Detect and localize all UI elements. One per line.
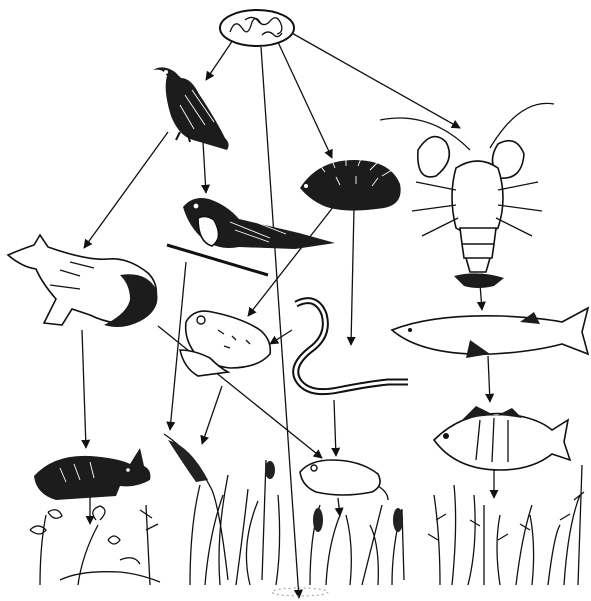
arrow-vulture-to-songbird [203,142,206,193]
arrow-hedgehog-to-frog [248,206,334,316]
arrow-fox-to-hare [82,330,86,448]
frog-icon [180,311,270,376]
arrow-mouse-to-grasses [338,498,340,516]
water-plants-icon [428,465,584,585]
arrow-hedgehog-to-snake [351,208,354,345]
arrow-decomposers-to-soil [261,47,299,598]
mouse-icon [300,460,388,500]
fox-icon [8,235,158,327]
arrow-decomposers-to-vulture [206,40,233,80]
worms-oval-icon [220,10,294,46]
arrow-pike-to-perch [488,356,490,402]
hare-icon [34,448,150,500]
pike-icon [392,308,588,358]
arrow-decomposers-to-crayfish [290,32,460,128]
perch-icon [434,406,570,470]
flowers-icon [30,505,160,585]
arrow-frog-to-grain [202,386,222,444]
songbird-icon [167,198,335,275]
arrow-vulture-to-fox [84,132,168,248]
crayfish-icon [380,103,554,288]
hedgehog-icon [300,156,401,211]
soil-icon [272,588,328,596]
arrow-decomposers-to-hedgehog [277,40,332,158]
arrow-snake-to-mouse [334,400,336,456]
